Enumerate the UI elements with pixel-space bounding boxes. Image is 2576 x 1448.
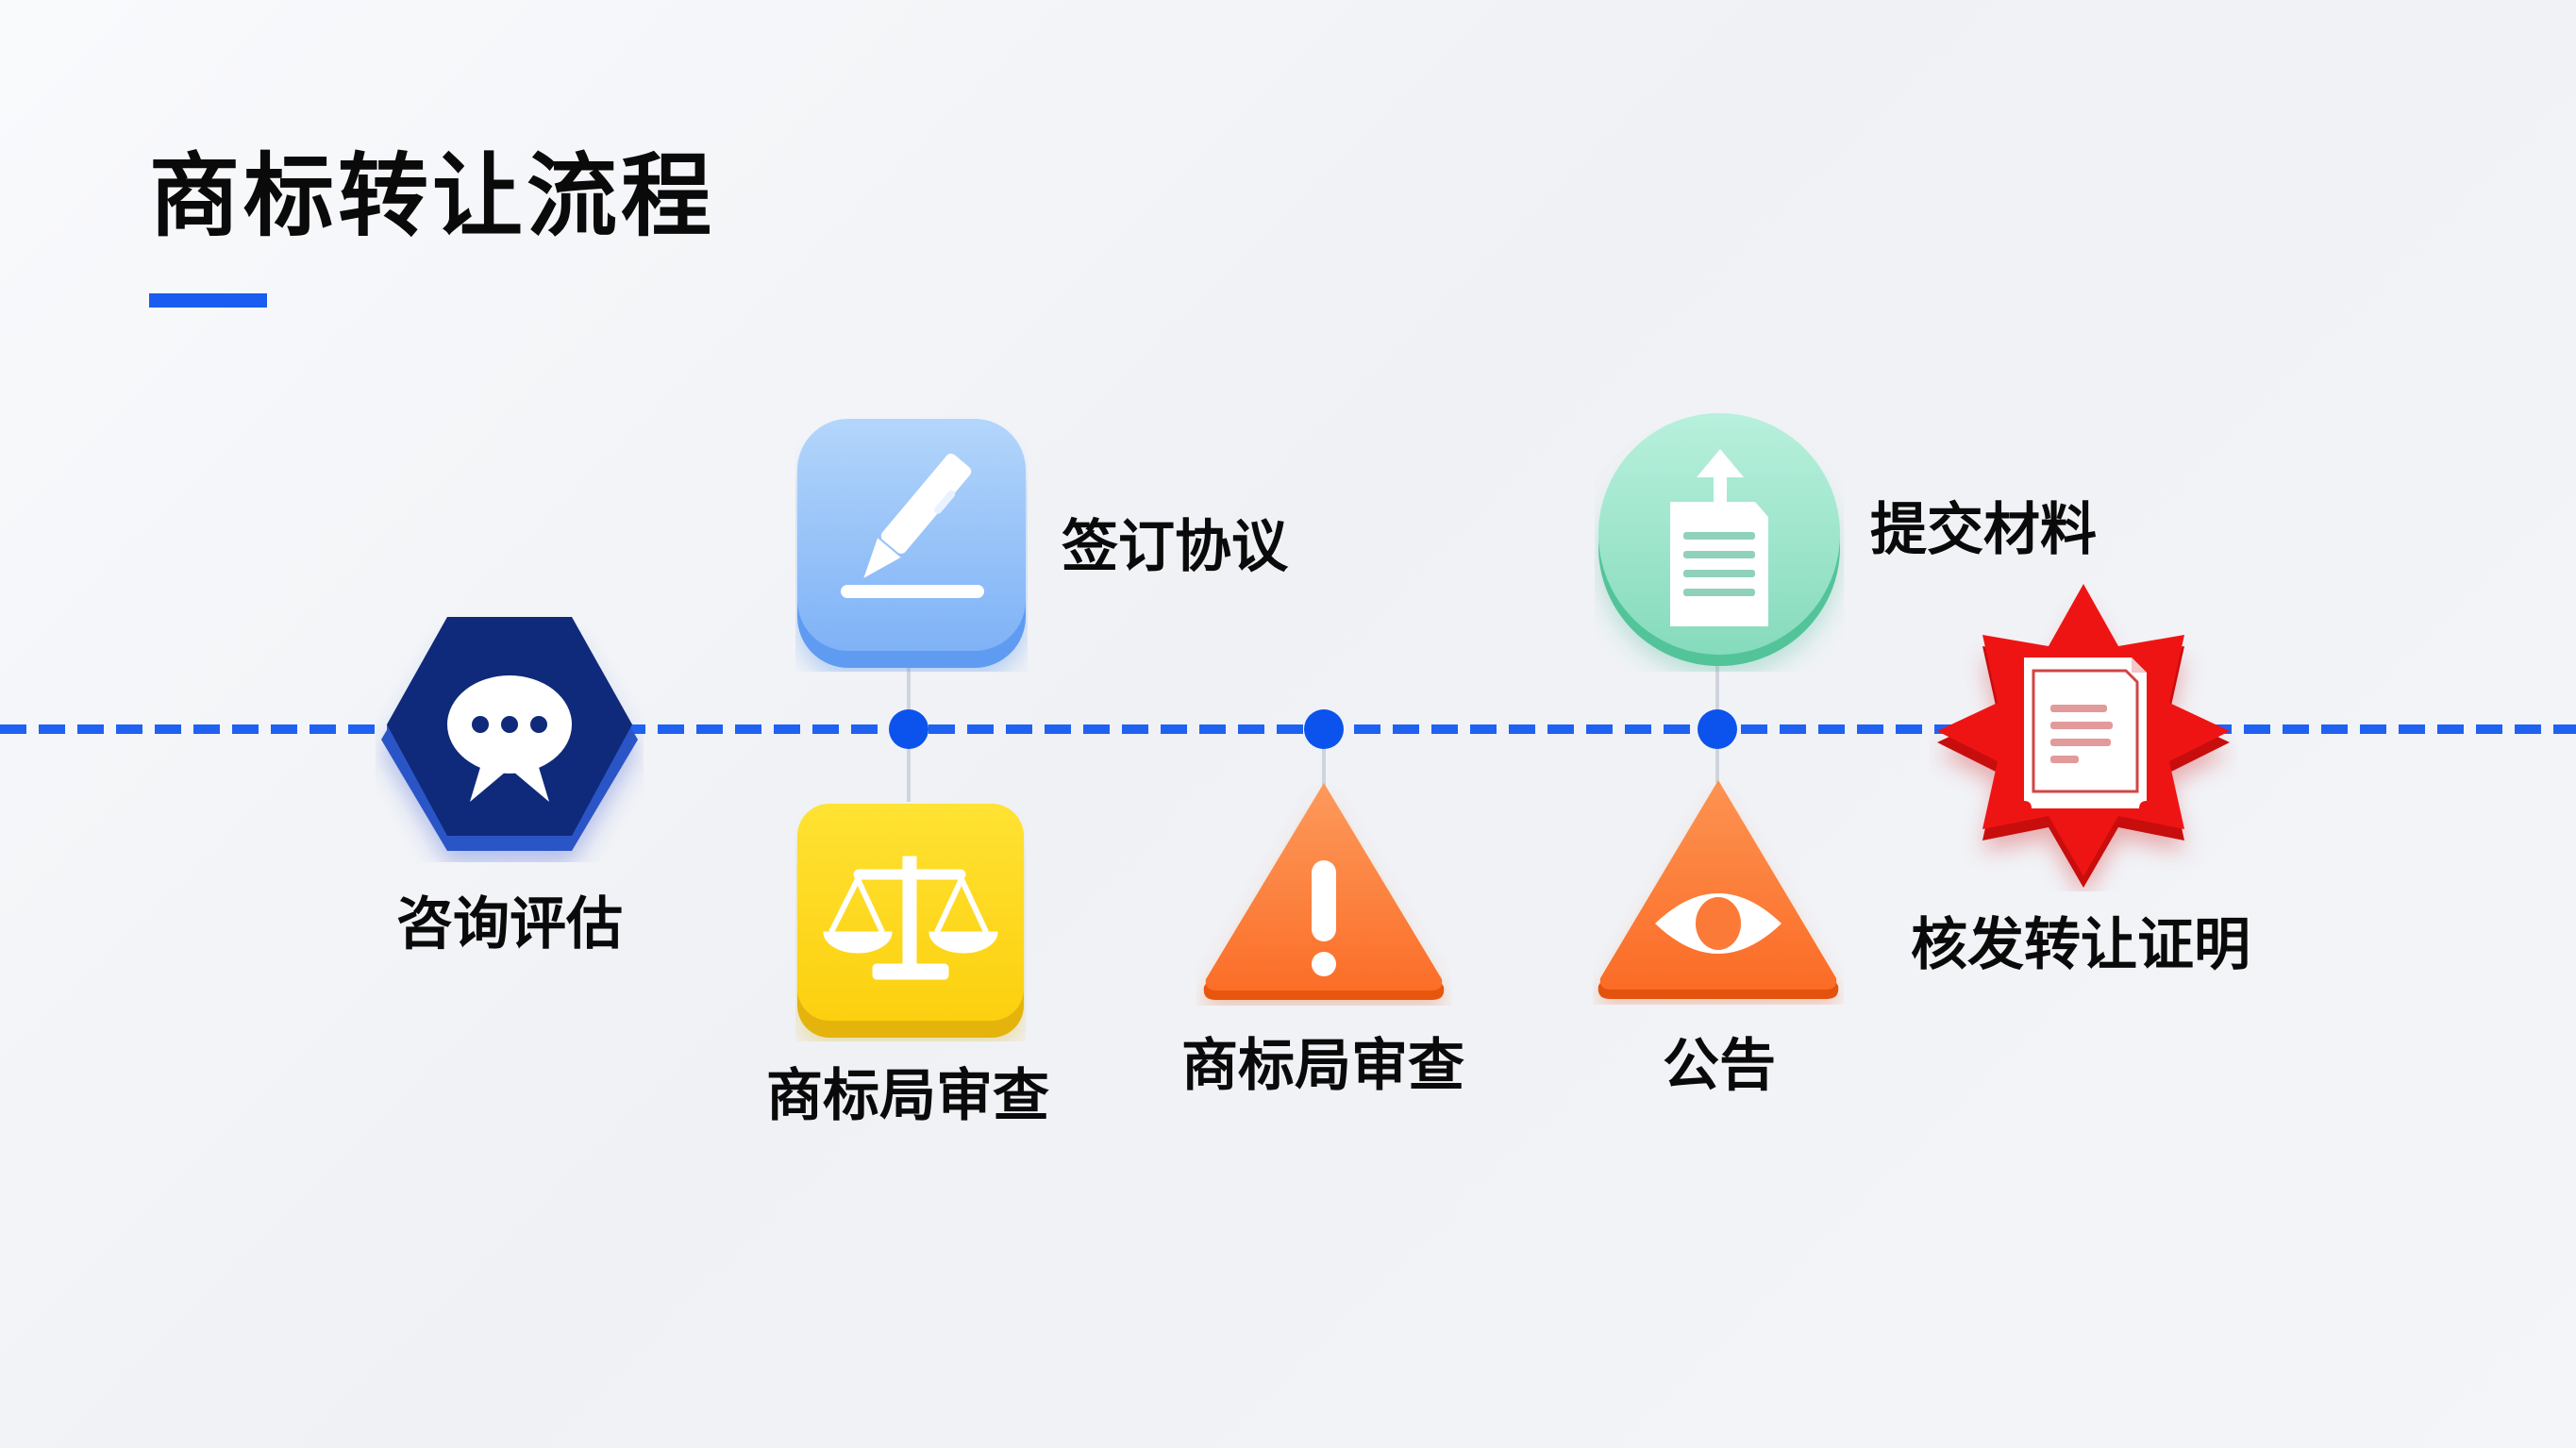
timeline-dashed-line xyxy=(0,724,2576,734)
warning-icon xyxy=(1203,783,1445,1000)
pen-sign-icon xyxy=(797,419,1026,668)
step-office-review-1[interactable] xyxy=(795,800,1026,1041)
timeline-node xyxy=(889,709,928,749)
connector-stem xyxy=(1322,729,1326,786)
step-issue-certificate[interactable] xyxy=(1930,580,2237,891)
certificate-icon xyxy=(1937,584,2230,888)
upload-document-icon xyxy=(1598,413,1840,666)
step-consult[interactable] xyxy=(376,613,644,862)
step-office-review-2[interactable] xyxy=(1196,779,1451,1006)
step-label: 签订协议 xyxy=(1062,514,1288,580)
step-label: 提交材料 xyxy=(1870,497,2097,563)
page-title: 商标转让流程 xyxy=(149,143,715,249)
step-announcement[interactable] xyxy=(1593,776,1844,1005)
timeline-node xyxy=(1698,709,1737,749)
step-label: 核发转让证明 xyxy=(1911,912,2250,978)
chat-bubble-icon xyxy=(381,617,638,851)
step-submit-materials[interactable] xyxy=(1595,408,1844,672)
step-label: 商标局审查 xyxy=(766,1063,1049,1129)
step-sign-agreement[interactable] xyxy=(795,415,1028,672)
title-underline xyxy=(149,293,267,308)
step-label: 商标局审查 xyxy=(1181,1033,1464,1099)
eye-icon xyxy=(1597,780,1839,999)
scales-icon xyxy=(797,804,1024,1038)
timeline-node xyxy=(1304,709,1344,749)
step-label: 公告 xyxy=(1663,1033,1776,1099)
step-label: 咨询评估 xyxy=(396,891,623,957)
